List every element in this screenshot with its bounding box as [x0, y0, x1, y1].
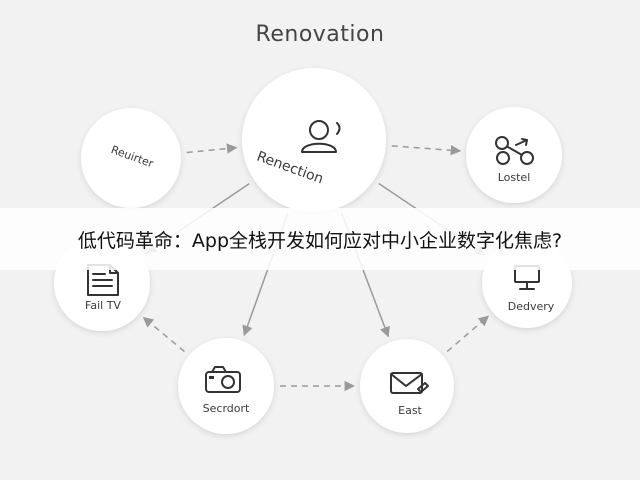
edge-center-lostel: [391, 145, 462, 156]
node-east-label: East: [398, 404, 422, 417]
node-secondort-label: Secrdort: [203, 402, 250, 415]
edge-secondort-failtv: [142, 316, 185, 353]
diagram-title: Renovation: [256, 22, 385, 47]
node-lostel[interactable]: Lostel: [466, 107, 562, 203]
caption-band: 低代码革命：App全栈开发如何应对中小企业数字化焦虑?: [0, 208, 640, 270]
node-secondort-circle: [178, 338, 274, 434]
node-deldvery-label: Dedvery: [508, 300, 555, 313]
node-failtv-label: Fail TV: [85, 299, 121, 312]
node-center[interactable]: Renection: [242, 68, 386, 212]
caption-text: 低代码革命：App全栈开发如何应对中小企业数字化焦虑?: [77, 229, 563, 252]
edge-east-deldvery: [446, 315, 490, 353]
node-east[interactable]: East: [360, 339, 454, 433]
node-secondort[interactable]: Secrdort: [178, 338, 274, 434]
camera-icon: [205, 366, 241, 393]
document-icon: [87, 264, 119, 296]
node-router-circle: [81, 108, 181, 208]
node-lostel-circle: [466, 107, 562, 203]
node-lostel-label: Lostel: [498, 171, 531, 184]
edge-router-center: [186, 143, 238, 154]
person-icon: [301, 120, 341, 153]
node-center-circle: [242, 68, 386, 212]
node-router[interactable]: Reuirter: [81, 108, 181, 208]
mail-icon: [390, 372, 429, 394]
link-icon: [495, 136, 534, 165]
